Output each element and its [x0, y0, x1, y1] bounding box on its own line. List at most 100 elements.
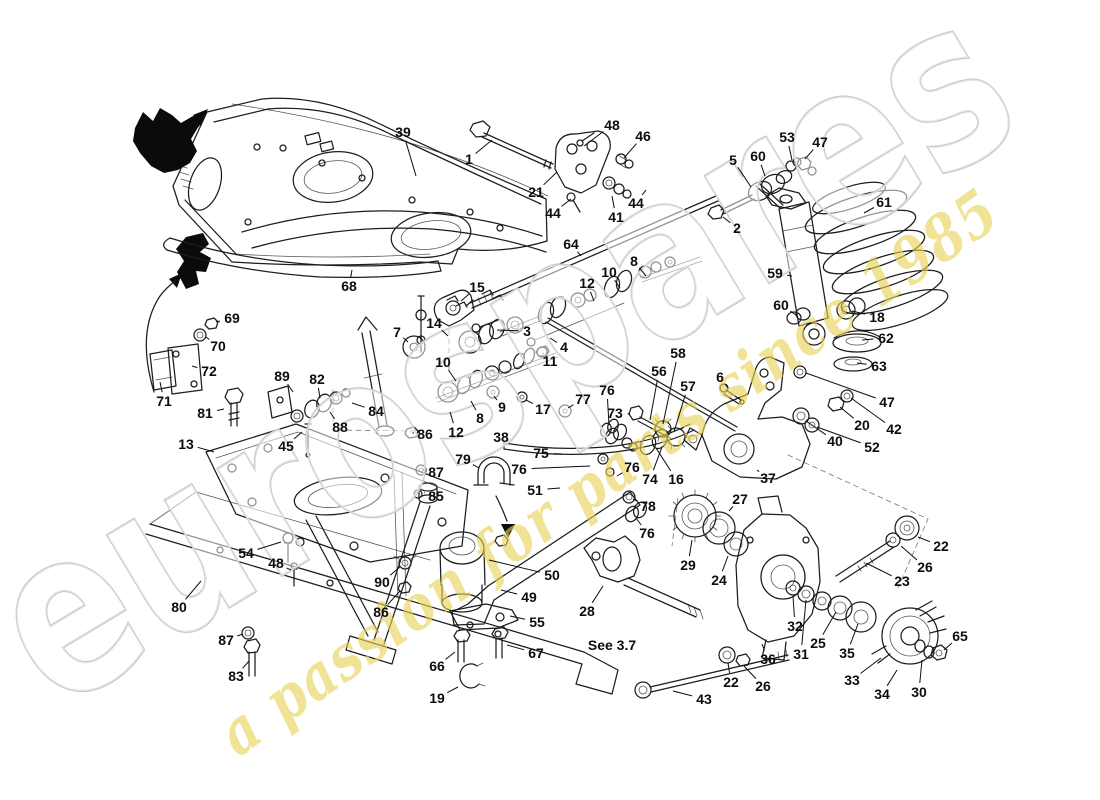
leader-line: [242, 660, 250, 669]
leader-line: [641, 189, 647, 196]
part-label-23: 23: [894, 573, 910, 589]
part-label-76: 76: [599, 382, 615, 398]
leader-line: [448, 369, 457, 382]
part-label-31: 31: [793, 646, 809, 662]
part-label-60: 60: [773, 297, 789, 313]
leader-line: [688, 539, 693, 557]
part-label-2: 2: [733, 220, 741, 236]
leader-line: [850, 397, 886, 424]
part-label-17: 17: [535, 401, 551, 417]
part-label-88: 88: [332, 419, 348, 435]
leader-line: [547, 487, 561, 490]
leader-line: [652, 446, 663, 471]
part-label-63: 63: [871, 358, 887, 374]
part-label-46: 46: [635, 128, 651, 144]
top-bolt: [469, 120, 554, 170]
leader-line: [216, 408, 225, 411]
leader-line: [849, 623, 859, 645]
leader-line: [389, 566, 401, 576]
leader-line: [441, 329, 449, 337]
part-label-10: 10: [435, 354, 451, 370]
part-label-48: 48: [604, 117, 620, 133]
leader-line: [470, 400, 477, 411]
part-label-38: 38: [493, 429, 509, 445]
part-label-4: 4: [560, 339, 568, 355]
leader-line: [287, 383, 294, 393]
leader-line: [919, 659, 923, 684]
leader-line: [257, 541, 282, 550]
part-label-32: 32: [787, 618, 803, 634]
part-label-44: 44: [545, 205, 561, 221]
drop-link: [545, 317, 745, 523]
leader-line: [549, 337, 558, 343]
part-label-30: 30: [911, 684, 927, 700]
part-label-86: 86: [373, 604, 389, 620]
part-label-34: 34: [874, 686, 890, 702]
exploded-drawing: [133, 97, 949, 699]
arrow-icon: [193, 109, 208, 126]
part-label-26: 26: [917, 559, 933, 575]
leader-line: [449, 411, 454, 424]
leader-line: [788, 145, 793, 161]
part-label-15: 15: [469, 279, 485, 295]
leader-line: [351, 402, 365, 408]
leader-line: [623, 143, 637, 159]
leader-line: [591, 585, 604, 604]
part-label-21: 21: [528, 184, 544, 200]
part-label-71: 71: [156, 393, 172, 409]
leader-line: [317, 387, 321, 399]
part-label-37: 37: [760, 470, 776, 486]
leader-line: [237, 633, 244, 637]
bush-stack: [267, 385, 351, 458]
mounting-plate: [205, 423, 469, 563]
part-label-60: 60: [750, 148, 766, 164]
part-label-18: 18: [869, 309, 885, 325]
part-label-43: 43: [696, 691, 712, 707]
part-label-35: 35: [839, 645, 855, 661]
leader-line: [531, 465, 591, 469]
part-label-87: 87: [428, 464, 444, 480]
leader-line: [721, 555, 729, 572]
part-label-76: 76: [511, 461, 527, 477]
part-label-28: 28: [579, 603, 595, 619]
leader-line: [632, 498, 638, 502]
part-label-89: 89: [274, 368, 290, 384]
leader-line: [673, 394, 686, 433]
trailing-bracket: [683, 356, 854, 480]
part-label-64: 64: [563, 236, 579, 252]
leader-line: [293, 431, 303, 440]
leader-line: [865, 562, 892, 577]
part-label-67: 67: [528, 645, 544, 661]
leader-line: [756, 469, 760, 473]
part-label-41: 41: [608, 209, 624, 225]
part-label-85: 85: [428, 488, 444, 504]
part-label-49: 49: [521, 589, 537, 605]
leader-line: [863, 207, 875, 214]
leader-line: [488, 559, 541, 573]
leader-line: [672, 690, 693, 697]
leader-line: [185, 580, 202, 600]
fasteners: [224, 387, 298, 677]
part-label-87: 87: [218, 632, 234, 648]
leader-line: [616, 472, 623, 477]
part-label-53: 53: [779, 129, 795, 145]
part-label-72: 72: [201, 363, 217, 379]
leader-line: [577, 251, 582, 257]
leader-line: [611, 195, 615, 209]
leader-line: [900, 545, 918, 561]
part-label-16: 16: [668, 471, 684, 487]
leader-line: [583, 131, 604, 147]
leader-line: [509, 615, 526, 620]
leader-line: [500, 589, 518, 595]
part-label-76: 76: [624, 459, 640, 475]
leader-line: [525, 399, 534, 405]
leader-line: [387, 590, 401, 605]
leader-line: [403, 337, 409, 343]
part-label-26: 26: [755, 678, 771, 694]
hub-carrier: [668, 489, 877, 661]
leader-line: [493, 395, 498, 401]
part-label-90: 90: [374, 574, 390, 590]
part-label-25: 25: [810, 635, 826, 651]
rear-shelf-panel: [172, 97, 549, 266]
